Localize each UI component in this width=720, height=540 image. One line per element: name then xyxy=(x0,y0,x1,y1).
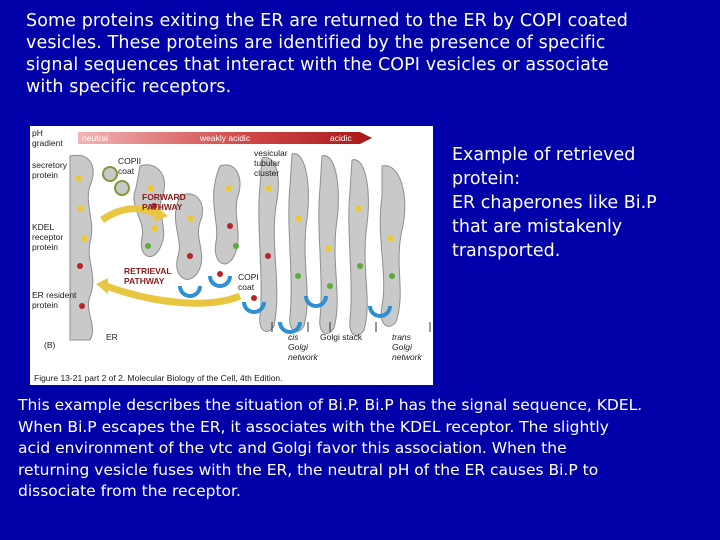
ph-gradient-bar xyxy=(78,132,372,144)
golgi-cisterna-4 xyxy=(348,159,369,336)
copi-coat xyxy=(178,285,202,298)
copi-coat xyxy=(278,321,302,334)
er-label: ER xyxy=(106,332,118,342)
trans-golgi-network xyxy=(379,165,406,327)
weakly-acidic-label: weakly acidic xyxy=(199,133,251,143)
compartment-ticks xyxy=(271,322,431,332)
ph-label-2: gradient xyxy=(32,138,63,148)
figure-caption: Figure 13-21 part 2 of 2. Molecular Biol… xyxy=(34,373,283,383)
golgi-stack-label: Golgi stack xyxy=(320,332,363,342)
copi-coat xyxy=(242,301,266,314)
protein-markers xyxy=(76,176,395,309)
example-note-text: Example of retrieved protein: ER chapero… xyxy=(452,145,657,261)
panel-label: (B) xyxy=(44,340,56,350)
vtc-cluster-2 xyxy=(174,193,203,280)
neutral-label: neutral xyxy=(82,133,108,143)
cis-golgi-cisterna xyxy=(258,157,279,332)
intro-text: Some proteins exiting the ER are returne… xyxy=(26,11,628,97)
golgi-transport-figure: pH gradient neutral weakly acidic acidic xyxy=(30,126,433,385)
forward-pathway-arrow xyxy=(99,205,158,223)
acidic-label: acidic xyxy=(330,133,352,143)
vtc-cluster-3 xyxy=(213,164,241,265)
copi-coat xyxy=(368,305,392,318)
ph-label: pH xyxy=(32,128,43,138)
copii-vesicle xyxy=(114,180,130,196)
copi-coat xyxy=(208,275,232,288)
description-text: This example describes the situation of … xyxy=(18,396,643,500)
golgi-cisterna-2 xyxy=(288,153,309,332)
copi-coat xyxy=(304,295,328,308)
copii-vesicle xyxy=(102,166,118,182)
golgi-cisterna-3 xyxy=(318,155,339,334)
figure-illustration: pH gradient neutral weakly acidic acidic xyxy=(32,128,431,383)
retrieval-pathway-arrow xyxy=(104,282,242,307)
er-membrane xyxy=(69,154,94,341)
